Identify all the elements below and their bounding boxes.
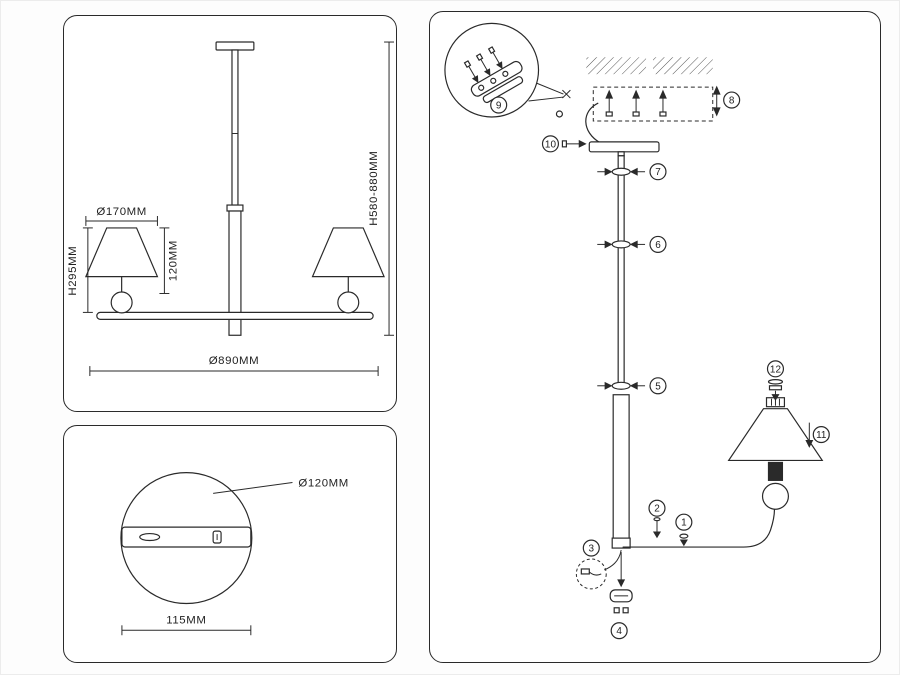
svg-text:5: 5 <box>655 381 661 392</box>
mounting-bracket <box>592 86 714 122</box>
mounting-screws <box>605 89 667 117</box>
terminal-block <box>622 607 629 614</box>
label-shade-height: 120MM <box>167 240 179 281</box>
canopy-drawing: Ø120MM 115MM <box>120 472 348 636</box>
coupler-7 <box>597 167 646 176</box>
callout-4: 4 <box>610 622 628 640</box>
assembly-exploded-view: 8 <box>444 22 830 640</box>
left-ball <box>110 291 133 314</box>
panel-dimensions: Ø170MM H295MM 120MM H580-880M <box>63 15 397 412</box>
dim-overall-diameter: Ø890MM <box>89 355 379 377</box>
lamp-ball <box>761 482 790 510</box>
thin-rod <box>617 155 625 390</box>
coupler-6 <box>597 240 646 249</box>
stem-rod <box>231 49 239 206</box>
dim-shade-height: 120MM <box>159 227 179 295</box>
ceiling-hatch <box>586 57 713 75</box>
svg-text:1: 1 <box>681 518 687 529</box>
svg-text:4: 4 <box>616 626 622 637</box>
svg-text:2: 2 <box>654 504 660 515</box>
label-overall-diameter: Ø890MM <box>209 355 260 367</box>
canopy-screw <box>561 139 587 148</box>
shade-fasteners <box>767 379 784 401</box>
svg-text:3: 3 <box>589 544 595 555</box>
dim-plate-length: 115MM <box>121 614 252 636</box>
callout-5: 5 <box>649 377 667 395</box>
detail-bubble-content <box>463 46 524 104</box>
arm-ring <box>679 533 689 547</box>
lamp-socket <box>767 461 784 481</box>
callout-12: 12 <box>766 360 785 378</box>
detail-marker <box>555 89 571 118</box>
dim-overall-height: H580-880MM <box>368 41 395 336</box>
panel-canopy: Ø120MM 115MM <box>63 425 397 663</box>
svg-text:8: 8 <box>729 96 735 107</box>
coupler-5 <box>597 381 646 390</box>
canopy-top-view <box>120 472 253 605</box>
callout-6: 6 <box>649 235 667 253</box>
ceiling-mount-plate <box>215 41 255 51</box>
callout-9: 9 <box>490 96 508 114</box>
suspension-rods <box>612 155 630 543</box>
lower-rod <box>228 210 242 336</box>
right-ball <box>337 291 360 314</box>
bracket-fit-arrow <box>712 85 721 117</box>
callout-1: 1 <box>675 513 693 531</box>
label-overall-height: H580-880MM <box>368 151 380 226</box>
horizontal-arm <box>96 311 374 320</box>
dim-canopy-diameter: Ø120MM <box>213 477 348 494</box>
chandelier-drawing <box>84 41 385 336</box>
lamp-shade <box>727 408 824 462</box>
horizontal-arm <box>622 508 776 548</box>
rod-collar <box>226 204 244 212</box>
callout-2: 2 <box>648 499 666 517</box>
arm-screw <box>652 517 662 539</box>
svg-text:9: 9 <box>496 101 502 112</box>
callout-8: 8 <box>723 91 741 109</box>
wire-plug <box>580 568 590 575</box>
svg-text:10: 10 <box>545 139 557 150</box>
svg-text:6: 6 <box>655 240 661 251</box>
dim-fixture-height: H295MM <box>67 227 93 313</box>
callout-7: 7 <box>649 163 667 181</box>
ceiling-canopy <box>585 102 660 157</box>
label-plate-length: 115MM <box>166 614 206 626</box>
svg-text:7: 7 <box>655 167 661 178</box>
mounting-slot <box>139 532 161 542</box>
arm-assembly <box>611 397 824 549</box>
callout-3: 3 <box>582 539 600 557</box>
wiring-detail <box>575 549 633 614</box>
svg-text:12: 12 <box>770 364 782 375</box>
label-canopy-diameter: Ø120MM <box>298 477 348 489</box>
callout-10: 10 <box>541 135 560 153</box>
right-shade <box>311 227 385 278</box>
thick-rod <box>612 394 630 543</box>
t-joint-collar <box>611 537 631 549</box>
detail-bubble <box>444 22 564 118</box>
washer <box>555 110 564 118</box>
callout-11: 11 <box>812 426 830 444</box>
dim-shade-diameter: Ø170MM <box>85 206 158 226</box>
svg-text:11: 11 <box>816 430 827 441</box>
chandelier-dimension-drawing: Ø170MM H295MM 120MM H580-880M <box>67 41 395 377</box>
panel-assembly: 8 <box>429 11 881 663</box>
label-fixture-height: H295MM <box>67 246 79 296</box>
terminal-block <box>613 607 620 614</box>
left-shade <box>84 227 159 278</box>
label-shade-diameter: Ø170MM <box>96 206 147 218</box>
shade-install-arrow <box>805 422 814 448</box>
